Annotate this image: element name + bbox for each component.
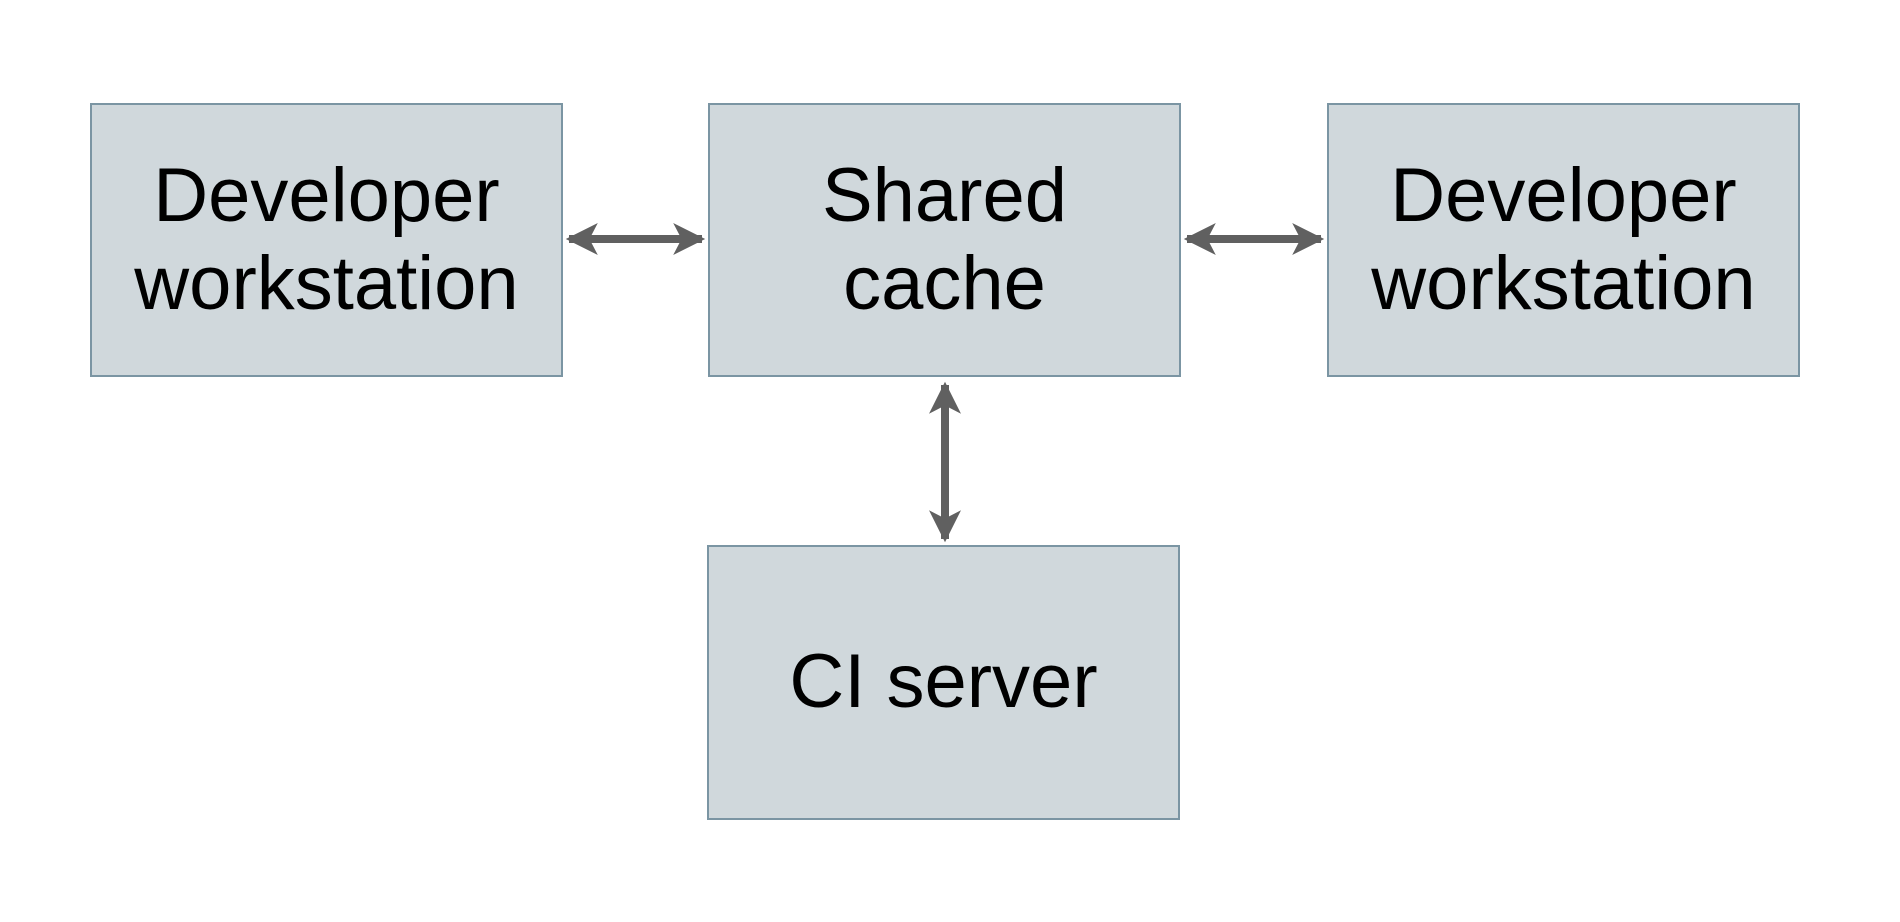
node-label: Developer workstation <box>134 152 519 326</box>
node-developer-workstation-right: Developer workstation <box>1327 103 1800 377</box>
node-label: Developer workstation <box>1371 152 1756 326</box>
node-developer-workstation-left: Developer workstation <box>90 103 563 377</box>
node-shared-cache: Shared cache <box>708 103 1181 377</box>
node-label: CI server <box>789 639 1098 725</box>
node-label: Shared cache <box>821 152 1068 326</box>
node-ci-server: CI server <box>707 545 1180 820</box>
